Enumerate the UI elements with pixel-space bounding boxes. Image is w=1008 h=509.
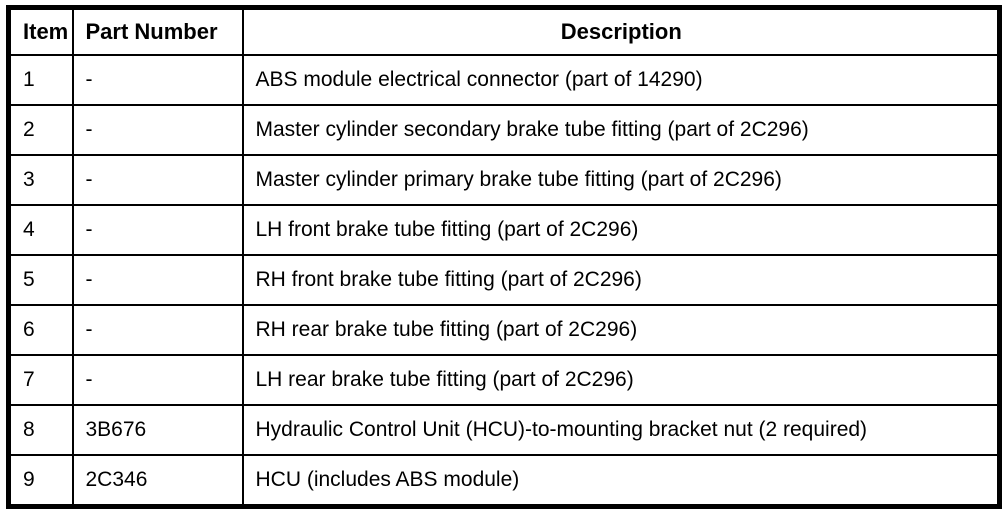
table-row: 4 - LH front brake tube fitting (part of… <box>7 204 1001 256</box>
part-number-cell: - <box>71 304 244 356</box>
page: Item Part Number Description 1 - ABS mod… <box>6 5 1002 509</box>
description-cell: RH front brake tube fitting (part of 2C2… <box>241 254 1001 306</box>
description-cell: LH front brake tube fitting (part of 2C2… <box>241 204 1001 256</box>
table-row: 3 - Master cylinder primary brake tube f… <box>7 154 1001 206</box>
description-cell: ABS module electrical connector (part of… <box>241 54 1001 106</box>
table-row: 6 - RH rear brake tube fitting (part of … <box>7 304 1001 356</box>
description-cell: Master cylinder primary brake tube fitti… <box>241 154 1001 206</box>
table-row: 9 2C346 HCU (includes ABS module) <box>7 454 1001 508</box>
table-header: Item Part Number Description <box>7 6 1001 56</box>
item-cell: 1 <box>7 54 74 106</box>
item-cell: 7 <box>7 354 74 406</box>
header-description: Description <box>241 6 1001 56</box>
item-cell: 9 <box>7 454 74 508</box>
item-cell: 8 <box>7 404 74 456</box>
table-row: 5 - RH front brake tube fitting (part of… <box>7 254 1001 306</box>
part-number-cell: - <box>71 54 244 106</box>
part-number-cell: - <box>71 104 244 156</box>
header-row: Item Part Number Description <box>7 6 1001 56</box>
parts-table: Item Part Number Description 1 - ABS mod… <box>6 5 1002 509</box>
table-body: 1 - ABS module electrical connector (par… <box>7 54 1001 508</box>
part-number-cell: 2C346 <box>71 454 244 508</box>
description-cell: Hydraulic Control Unit (HCU)-to-mounting… <box>241 404 1001 456</box>
item-cell: 2 <box>7 104 74 156</box>
table-row: 8 3B676 Hydraulic Control Unit (HCU)-to-… <box>7 404 1001 456</box>
description-cell: Master cylinder secondary brake tube fit… <box>241 104 1001 156</box>
table-row: 2 - Master cylinder secondary brake tube… <box>7 104 1001 156</box>
part-number-cell: - <box>71 254 244 306</box>
part-number-cell: - <box>71 204 244 256</box>
table-row: 1 - ABS module electrical connector (par… <box>7 54 1001 106</box>
header-item: Item <box>7 6 74 56</box>
description-cell: RH rear brake tube fitting (part of 2C29… <box>241 304 1001 356</box>
description-cell: HCU (includes ABS module) <box>241 454 1001 508</box>
item-cell: 5 <box>7 254 74 306</box>
part-number-cell: - <box>71 154 244 206</box>
item-cell: 4 <box>7 204 74 256</box>
item-cell: 3 <box>7 154 74 206</box>
part-number-cell: 3B676 <box>71 404 244 456</box>
item-cell: 6 <box>7 304 74 356</box>
part-number-cell: - <box>71 354 244 406</box>
header-part-number: Part Number <box>71 6 244 56</box>
table-row: 7 - LH rear brake tube fitting (part of … <box>7 354 1001 406</box>
description-cell: LH rear brake tube fitting (part of 2C29… <box>241 354 1001 406</box>
